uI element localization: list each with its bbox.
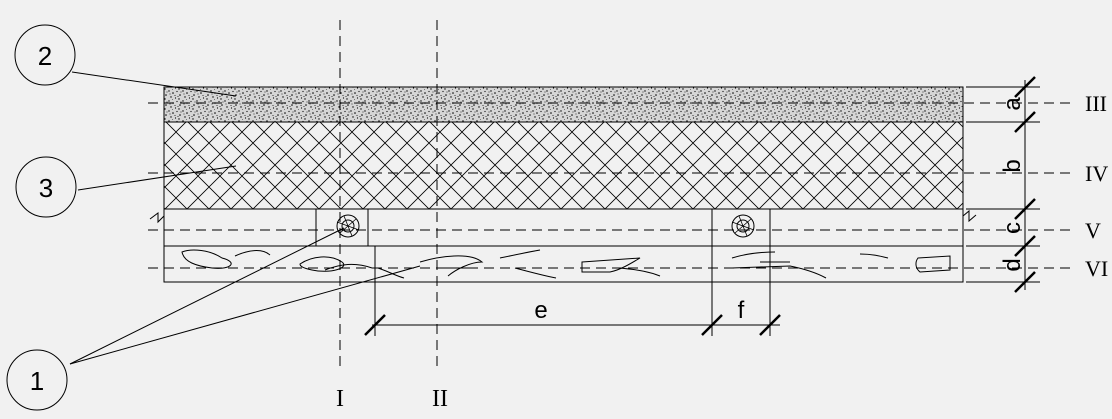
callout-3: 3 [15, 156, 77, 218]
level-label-V: V [1085, 218, 1101, 243]
callout-3-label: 3 [39, 173, 53, 203]
leader-lines [69, 71, 421, 365]
level-label-VI: VI [1085, 256, 1108, 281]
section-label-II: II [432, 386, 448, 412]
callout-2-label: 2 [38, 41, 52, 71]
horizontal-dimension-ticks [364, 314, 781, 336]
topping-layer [163, 86, 964, 123]
dim-label-f: f [738, 297, 745, 324]
wood-grain [181, 249, 951, 279]
dim-label-d: d [999, 258, 1026, 271]
break-mark-right [962, 209, 977, 223]
dim-label-c: c [999, 222, 1026, 234]
horizontal-dimension-chain [372, 246, 780, 336]
vertical-dimension-chain [966, 80, 1040, 290]
vertical-dimension-ticks [1014, 76, 1036, 293]
level-label-IV: IV [1085, 161, 1108, 186]
pipe-layer [163, 208, 964, 247]
base-layer [163, 245, 964, 283]
section-label-I: I [336, 386, 344, 412]
pipe-left [315, 208, 369, 247]
level-label-III: III [1085, 91, 1107, 116]
dim-label-a: a [999, 97, 1026, 111]
callout-1-label: 1 [30, 366, 44, 396]
break-mark-left [149, 212, 165, 224]
dim-label-e: e [534, 297, 547, 324]
dim-label-b: b [999, 159, 1026, 172]
callout-2: 2 [14, 24, 76, 86]
callout-1: 1 [6, 349, 68, 411]
pipe-right [711, 208, 771, 247]
insulation-layer [163, 121, 964, 210]
